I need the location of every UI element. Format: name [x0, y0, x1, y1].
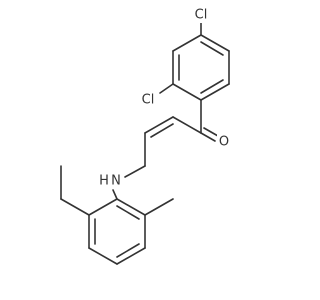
cl-ortho-bond [159, 83, 174, 94]
ring2-double-1 [116, 205, 140, 220]
carbonyl-bond-a [200, 132, 216, 142]
ring1-bond-6 [172, 34, 202, 52]
chlorine-ortho-label: Cl [142, 93, 155, 108]
ring2-bond-6 [88, 198, 118, 216]
ring2-bond-1 [116, 198, 146, 216]
c1-c2-bond [172, 116, 202, 134]
dichlorophenyl-ring [172, 34, 230, 101]
nh-bg [96, 172, 122, 188]
structure-diagram: Cl Cl O H N [60, 7, 231, 265]
oxygen-bg [217, 134, 231, 150]
carbonyl-bond-b [203, 127, 219, 137]
hydrogen-label: H [99, 174, 109, 189]
molecule-canvas: Cl Cl O H N [60, 7, 231, 265]
ring2-double-2 [116, 243, 140, 258]
ring2-bond-4 [88, 247, 118, 265]
cl-ortho-bg [138, 92, 158, 108]
chlorine-top-label: Cl [195, 8, 208, 23]
oxygen-label: O [219, 135, 229, 150]
c4-n-bond [124, 165, 146, 178]
ethyl-bond-1 [60, 198, 90, 216]
methyl-bond [144, 198, 174, 216]
ring1-bond-4 [172, 83, 202, 101]
c2-c3-double-b [150, 123, 174, 138]
ring1-bond-3 [200, 83, 230, 101]
ring1-double-3 [200, 41, 224, 56]
nitrogen-label: N [111, 174, 121, 189]
ring2-bond-3 [116, 247, 146, 265]
ring1-double-2 [200, 79, 224, 94]
enone-chain [124, 99, 219, 178]
ethyl-methylphenyl-ring [88, 198, 146, 265]
cl-top-bg [191, 7, 211, 23]
ring1-bond-1 [200, 34, 230, 52]
c2-c3-double-a [144, 116, 174, 134]
n-to-ring-bond [112, 189, 118, 200]
